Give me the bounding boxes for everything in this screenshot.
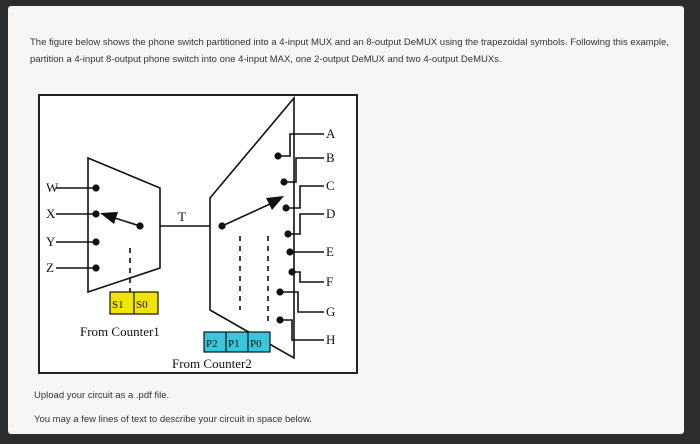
output-label: A bbox=[326, 126, 336, 141]
describe-instructions: You may a few lines of text to describe … bbox=[34, 414, 312, 425]
counter1-bit: S0 bbox=[136, 299, 148, 311]
link-label: T bbox=[178, 209, 186, 224]
counter2-fill bbox=[203, 331, 271, 353]
counter1-box: S1 S0 bbox=[109, 291, 159, 315]
question-text: The figure below shows the phone switch … bbox=[30, 37, 669, 65]
mux-input-label: X bbox=[46, 206, 56, 221]
output-label: F bbox=[326, 274, 333, 289]
mux-input-lines bbox=[56, 187, 96, 269]
mux-input-label: Y bbox=[46, 234, 56, 249]
output-label: D bbox=[326, 206, 335, 221]
counter1-label: From Counter1 bbox=[80, 324, 160, 339]
question-panel: The figure below shows the phone switch … bbox=[8, 6, 684, 434]
mux-pivot-dot bbox=[136, 222, 144, 230]
mux-input-label: W bbox=[46, 180, 59, 195]
counter2-bit: P2 bbox=[206, 338, 218, 350]
counter2-label: From Counter2 bbox=[172, 356, 252, 371]
counter2-bit: P1 bbox=[228, 338, 240, 350]
counter2-bit: P0 bbox=[250, 338, 262, 350]
output-label: B bbox=[326, 150, 335, 165]
counter1-bit: S1 bbox=[112, 299, 124, 311]
counter2-box: P2 P1 P0 bbox=[203, 331, 271, 353]
mux-arrow-head bbox=[100, 212, 118, 224]
demux-trapezoid bbox=[209, 96, 295, 360]
output-label: H bbox=[326, 332, 335, 347]
upload-instructions: Upload your circuit as a .pdf file. bbox=[34, 390, 170, 401]
demux-pivot-dot bbox=[218, 222, 226, 230]
mux-trapezoid bbox=[87, 156, 161, 294]
phone-switch-diagram: W X Y Z T bbox=[46, 96, 336, 371]
demux-arrow-head bbox=[266, 196, 284, 210]
phone-switch-figure: W X Y Z T bbox=[38, 94, 358, 374]
demux-output-dots bbox=[274, 152, 296, 324]
mux-input-label: Z bbox=[46, 260, 54, 275]
mux-input-dots bbox=[92, 184, 100, 272]
output-label: G bbox=[326, 304, 335, 319]
output-label: C bbox=[326, 178, 335, 193]
demux-output-lines bbox=[278, 133, 324, 341]
demux-switch-arm bbox=[221, 203, 271, 227]
output-label: E bbox=[326, 244, 334, 259]
